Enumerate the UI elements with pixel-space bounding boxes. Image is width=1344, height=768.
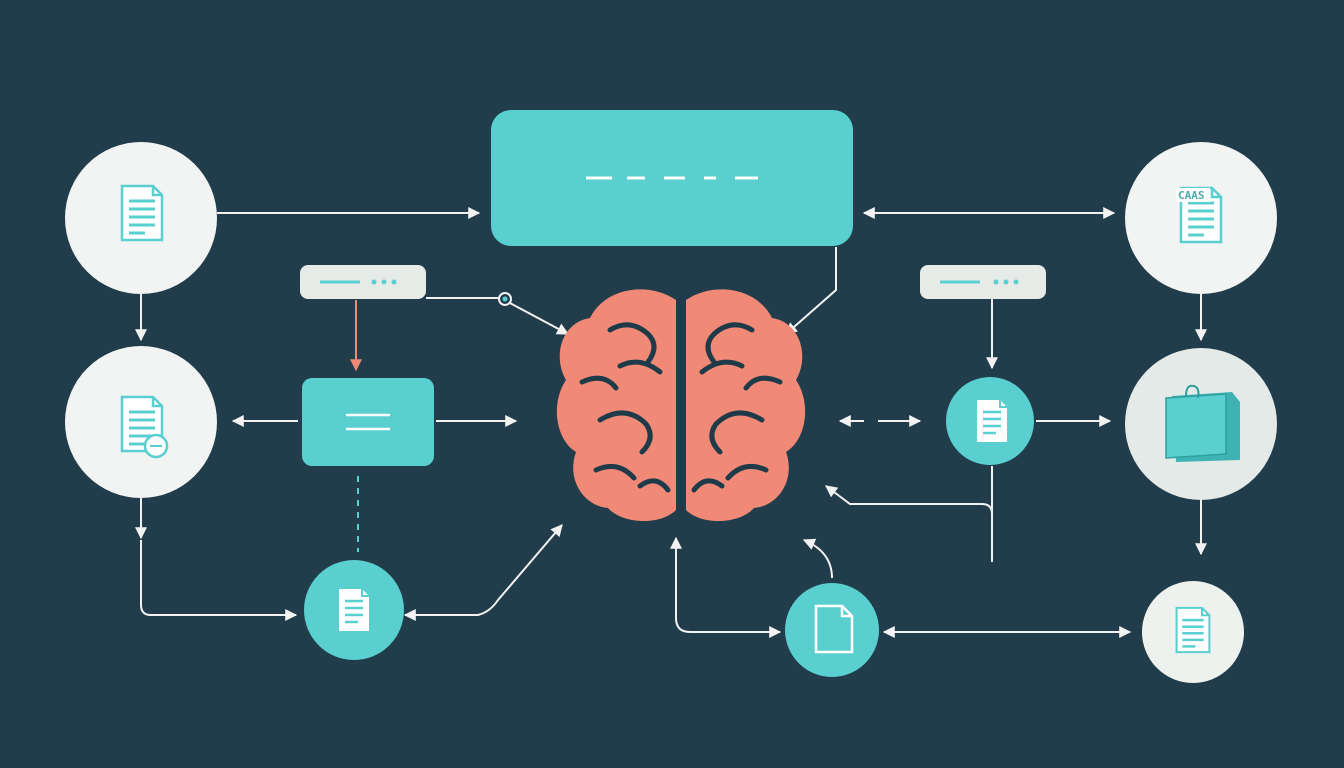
connector-blank-up (802, 538, 833, 579)
node-bottom-left-doc[interactable] (304, 560, 404, 660)
connector-banner-to-brain (785, 247, 837, 335)
node-right-doc[interactable] (946, 377, 1034, 465)
right-pill[interactable] (920, 265, 1046, 299)
document-icon (337, 587, 371, 633)
node-mid-left[interactable] (65, 346, 217, 498)
left-pill[interactable] (300, 265, 426, 299)
doc-label: CAAS (1178, 189, 1205, 202)
node-top-left[interactable] (65, 142, 217, 294)
connectors (135, 207, 1207, 638)
connector-blank-to-brain (670, 536, 782, 638)
connector-left-bottom-to-doc (140, 540, 298, 621)
connector-return-to-brain (826, 486, 993, 515)
mid-teal-box[interactable] (302, 378, 434, 466)
document-icon (975, 398, 1009, 444)
node-mid-right[interactable] (1125, 348, 1277, 500)
blank-page-icon (814, 604, 854, 654)
junction-dot-center (502, 296, 508, 302)
folder-icon (1165, 384, 1240, 462)
node-blank-page[interactable] (785, 583, 879, 677)
brain-icon (556, 289, 806, 522)
connector-doc-to-brain (403, 524, 563, 621)
node-bottom-right[interactable] (1142, 581, 1244, 683)
document-icon (1175, 606, 1211, 654)
node-top-right[interactable]: CAAS (1125, 142, 1277, 294)
connector-pill-diag (507, 301, 570, 335)
document-icon (120, 184, 164, 242)
top-banner[interactable] (491, 110, 853, 246)
